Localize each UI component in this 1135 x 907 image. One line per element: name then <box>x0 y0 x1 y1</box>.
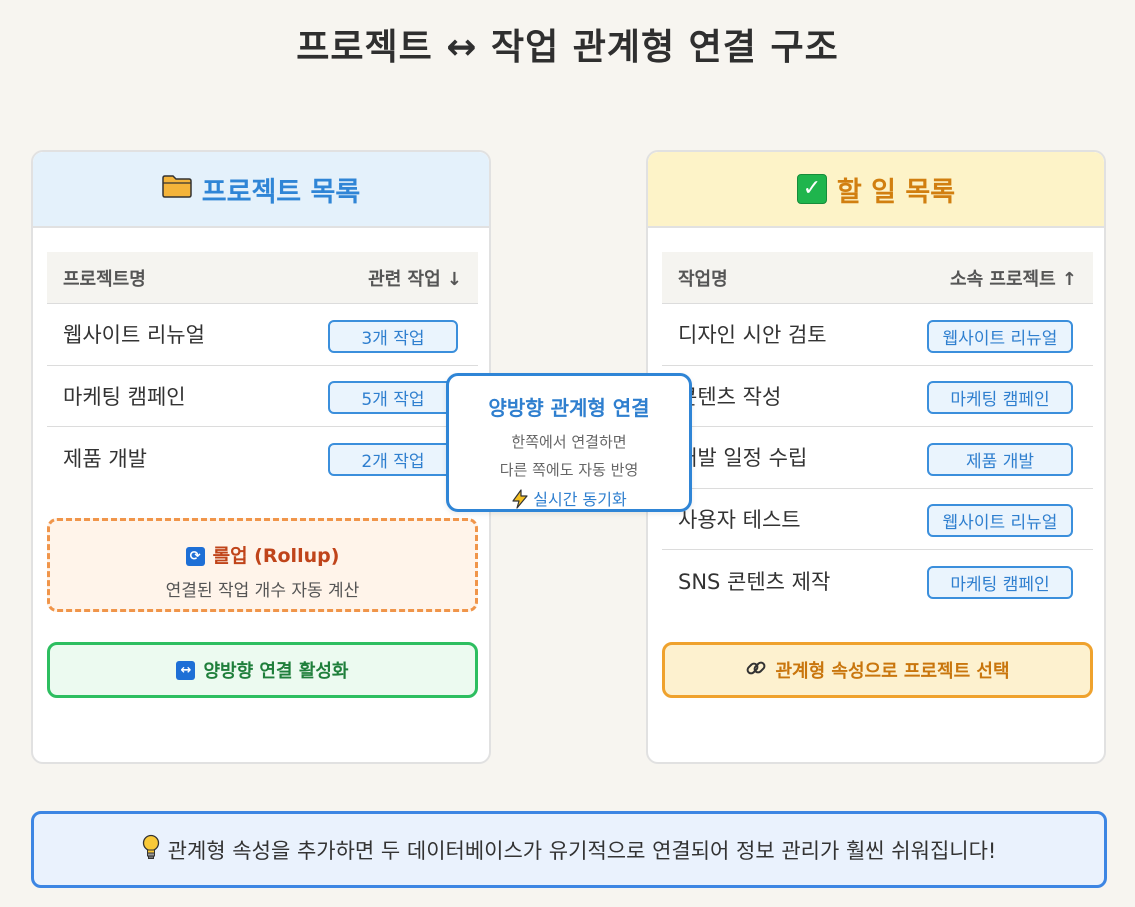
page-title: 프로젝트 ↔ 작업 관계형 연결 구조 <box>296 27 839 68</box>
project-tag[interactable]: 마케팅 캠페인 <box>927 566 1073 600</box>
table-row[interactable]: 콘텐츠 작성 마케팅 캠페인 <box>662 366 1093 427</box>
rollup-description: 연결된 작업 개수 자동 계산 <box>165 581 360 601</box>
rollup-callout: ⟳ 롤업 (Rollup) 연결된 작업 개수 자동 계산 <box>47 518 478 612</box>
check-box-icon: ✓ <box>796 174 827 204</box>
column-header-task-name: 작업명 <box>678 268 728 290</box>
tip-text: 관계형 속성을 추가하면 두 데이터베이스가 유기적으로 연결되어 정보 관리가… <box>167 838 997 863</box>
link-icon <box>745 657 767 684</box>
project-list-title: 프로젝트 목록 <box>201 176 361 208</box>
task-name: 콘텐츠 작성 <box>678 384 782 409</box>
column-header-project[interactable]: 소속 프로젝트 ↑ <box>950 268 1077 290</box>
table-row[interactable]: 제품 개발 2개 작업 <box>47 427 478 489</box>
folder-icon <box>162 174 192 205</box>
realtime-sync-label: 실시간 동기화 <box>533 490 627 509</box>
bidirectional-enable-label: 양방향 연결 활성화 <box>203 661 349 682</box>
todo-list-header: ✓ 할 일 목록 <box>648 152 1104 228</box>
project-tag[interactable]: 웹사이트 리뉴얼 <box>927 319 1073 353</box>
relation-select-button[interactable]: 관계형 속성으로 프로젝트 선택 <box>662 642 1093 698</box>
table-header: 프로젝트명 관련 작업 ↓ <box>47 252 478 304</box>
table-row[interactable]: 개발 일정 수립 제품 개발 <box>662 427 1093 489</box>
task-name: 개발 일정 수립 <box>678 446 808 471</box>
project-tag[interactable]: 제품 개발 <box>927 442 1073 476</box>
table-row[interactable]: SNS 콘텐츠 제작 마케팅 캠페인 <box>662 550 1093 612</box>
project-tag[interactable]: 마케팅 캠페인 <box>927 381 1073 415</box>
project-table: 프로젝트명 관련 작업 ↓ 웹사이트 리뉴얼 3개 작업 마케팅 캠페인 5개 … <box>47 252 478 489</box>
project-list-header: 프로젝트 목록 <box>33 152 489 228</box>
bidirectional-title: 양방향 관계형 연결 <box>488 396 650 420</box>
table-header: 작업명 소속 프로젝트 ↑ <box>662 252 1093 304</box>
column-header-related-tasks[interactable]: 관련 작업 ↓ <box>368 268 462 290</box>
lightning-icon <box>511 488 529 513</box>
left-right-arrow-icon: ↔ <box>176 660 196 680</box>
refresh-icon: ⟳ <box>185 547 205 566</box>
project-name: 제품 개발 <box>63 446 147 471</box>
table-row[interactable]: 사용자 테스트 웹사이트 리뉴얼 <box>662 489 1093 550</box>
task-count-tag[interactable]: 3개 작업 <box>328 319 458 353</box>
table-row[interactable]: 웹사이트 리뉴얼 3개 작업 <box>47 304 478 366</box>
task-name: 디자인 시안 검토 <box>678 323 827 348</box>
bidirectional-enable-button[interactable]: ↔ 양방향 연결 활성화 <box>47 642 478 698</box>
todo-list-panel: ✓ 할 일 목록 작업명 소속 프로젝트 ↑ 디자인 시안 검토 웹사이트 리뉴… <box>646 150 1106 764</box>
bidirectional-line-1: 한쪽에서 연결하면 <box>511 433 627 451</box>
relation-select-label: 관계형 속성으로 프로젝트 선택 <box>775 661 1010 682</box>
todo-list-title: 할 일 목록 <box>836 176 956 208</box>
task-count-tag[interactable]: 2개 작업 <box>328 443 458 477</box>
bidirectional-line-2: 다른 쪽에도 자동 반영 <box>499 461 639 479</box>
bidirectional-callout: 양방향 관계형 연결 한쪽에서 연결하면 다른 쪽에도 자동 반영 실시간 동기… <box>446 373 692 512</box>
task-table: 작업명 소속 프로젝트 ↑ 디자인 시안 검토 웹사이트 리뉴얼 콘텐츠 작성 … <box>662 252 1093 612</box>
project-list-panel: 프로젝트 목록 프로젝트명 관련 작업 ↓ 웹사이트 리뉴얼 3개 작업 마케팅… <box>31 150 491 764</box>
column-header-project-name: 프로젝트명 <box>63 268 146 290</box>
lightbulb-icon <box>142 834 160 865</box>
rollup-title: 롤업 (Rollup) <box>212 545 340 567</box>
table-row[interactable]: 디자인 시안 검토 웹사이트 리뉴얼 <box>662 304 1093 366</box>
project-tag[interactable]: 웹사이트 리뉴얼 <box>927 504 1073 538</box>
task-count-tag[interactable]: 5개 작업 <box>328 381 458 415</box>
tip-banner: 관계형 속성을 추가하면 두 데이터베이스가 유기적으로 연결되어 정보 관리가… <box>31 811 1107 888</box>
table-row[interactable]: 마케팅 캠페인 5개 작업 <box>47 366 478 427</box>
project-name: 마케팅 캠페인 <box>63 384 186 409</box>
task-name: 사용자 테스트 <box>678 507 801 532</box>
project-name: 웹사이트 리뉴얼 <box>63 323 205 348</box>
task-name: SNS 콘텐츠 제작 <box>678 569 831 594</box>
